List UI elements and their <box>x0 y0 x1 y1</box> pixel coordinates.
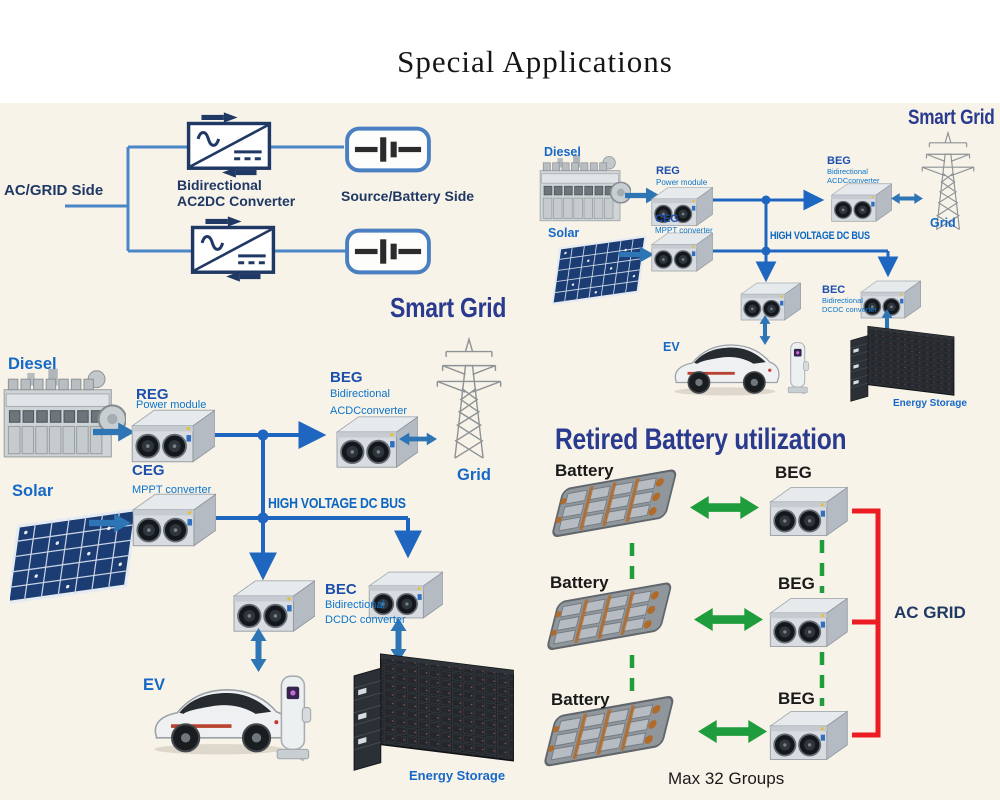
ceg-sub-label: MPPT converter <box>655 226 713 235</box>
energy-storage-rack-icon <box>350 648 514 780</box>
dc-bus-label: HIGH VOLTAGE DC BUS <box>268 495 406 512</box>
smart-grid-title: Smart Grid <box>390 292 507 323</box>
beg-label: BEG <box>330 369 363 386</box>
battery-terminal-icon <box>344 126 432 173</box>
ev-charger-icon <box>780 340 818 396</box>
double-arrow-icon <box>249 628 268 672</box>
energy-storage-label: Energy Storage <box>893 398 967 409</box>
battery-terminal-icon <box>344 228 432 275</box>
beg-label: BEG <box>775 463 812 482</box>
grid-label: Grid <box>457 466 491 484</box>
converter-box-icon <box>190 216 276 282</box>
reg-label: REG <box>136 386 169 403</box>
dc-bus-label: HIGH VOLTAGE DC BUS <box>770 230 870 242</box>
energy-storage-label: Energy Storage <box>409 768 506 783</box>
page-title: Special Applications <box>397 44 673 79</box>
bec-sub-label1: Bidirectional <box>325 599 385 611</box>
reg-sub-label: Power module <box>656 178 708 187</box>
ceg-sub-label: MPPT converter <box>132 484 212 496</box>
beg-label: BEG <box>778 574 815 593</box>
power-module-icon <box>123 406 215 466</box>
double-arrow-icon <box>691 608 766 631</box>
max-groups-label: Max 32 Groups <box>668 769 785 788</box>
power-module-icon <box>757 709 852 762</box>
diesel-engine-icon <box>537 151 631 231</box>
converter-label-line2: AC2DC Converter <box>177 193 296 209</box>
smart-grid-title: Smart Grid <box>908 106 995 129</box>
double-arrow-icon <box>399 430 437 448</box>
solar-label: Solar <box>12 482 54 500</box>
beg-label: BEG <box>778 689 815 708</box>
bec-label: BEC <box>822 284 846 296</box>
power-module-icon <box>757 485 852 538</box>
ceg-label: CEG <box>132 462 165 479</box>
battery-label: Battery <box>555 461 614 480</box>
ev-car-icon <box>146 668 292 768</box>
power-module-icon <box>825 180 892 225</box>
diesel-engine-icon <box>0 366 126 468</box>
power-module-icon <box>757 596 852 649</box>
double-arrow-icon <box>891 191 923 206</box>
solar-panel-icon <box>552 233 656 313</box>
ev-label: EV <box>143 676 166 694</box>
converter-box-icon <box>186 112 272 178</box>
double-arrow-icon <box>687 496 762 519</box>
bec-sub-label2: DCDC converter <box>325 614 406 626</box>
reg-sub-label: Power module <box>136 399 207 411</box>
ev-battery-pack-icon <box>544 581 694 655</box>
reg-label: REG <box>656 165 680 177</box>
retired-battery-title: Retired Battery utilization <box>555 423 847 456</box>
diesel-label: Diesel <box>8 355 57 373</box>
beg-sub-label2: ACDCconverter <box>330 405 408 417</box>
ev-car-icon <box>668 336 782 398</box>
battery-side-label: Source/Battery Side <box>341 188 475 204</box>
power-module-icon <box>645 229 713 275</box>
solar-label: Solar <box>548 226 580 240</box>
power-module-icon <box>124 491 216 549</box>
ceg-label: CEG <box>655 213 679 225</box>
bec-label: BEC <box>325 581 357 598</box>
converter-label-line1: Bidirectional <box>177 177 262 193</box>
diesel-label: Diesel <box>544 145 581 159</box>
grid-tower-icon <box>425 324 513 468</box>
beg-sub-label2: ACDCconverter <box>827 176 880 185</box>
battery-label: Battery <box>550 573 609 592</box>
energy-storage-rack-icon <box>840 324 962 406</box>
ac-grid-label: AC GRID <box>894 603 966 622</box>
beg-label: BEG <box>827 155 851 167</box>
ac-grid-side-label: AC/GRID Side <box>4 182 104 199</box>
power-module-icon <box>225 577 315 635</box>
battery-label: Battery <box>551 690 610 709</box>
ev-charger-icon <box>273 672 317 764</box>
beg-sub-label1: Bidirectional <box>330 388 390 400</box>
grid-label: Grid <box>930 216 956 230</box>
bec-sub-label1: Bidirectional <box>822 296 863 305</box>
beg-sub-label1: Bidirectional <box>827 167 868 176</box>
bec-sub-label2: DCDC converter <box>822 305 878 314</box>
ev-label: EV <box>663 340 680 354</box>
